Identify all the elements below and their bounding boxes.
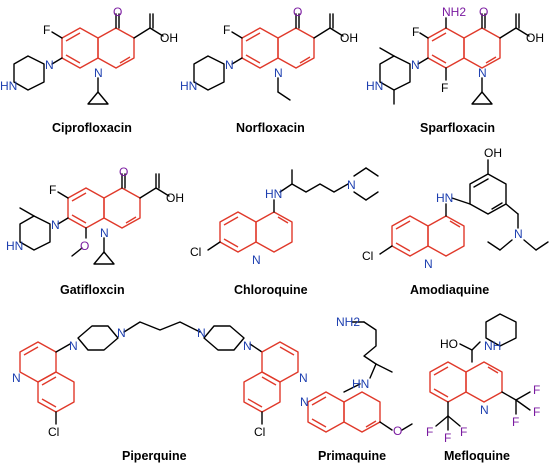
- ring-highlight: [463, 27, 501, 69]
- atom-f: F: [49, 183, 56, 197]
- atom-n: N: [100, 226, 109, 240]
- compound-sparfloxacin: NH2 O OH F F HN N N Sparfloxacin: [366, 5, 544, 135]
- ring-highlight: [243, 371, 281, 413]
- atom-n: N: [514, 227, 523, 241]
- atom-f: F: [460, 425, 467, 439]
- atom-f: F: [444, 431, 451, 445]
- atom-hn: HN: [436, 191, 453, 205]
- atom-n: N: [243, 339, 252, 353]
- atom-f: F: [43, 23, 50, 37]
- ring-highlight: [219, 211, 257, 253]
- compound-mefloquine: HO NH N F F F F F F Mefloquine: [426, 313, 540, 463]
- atom-oh: OH: [166, 191, 184, 205]
- atom-n: N: [12, 371, 21, 385]
- atom-hn: HN: [265, 187, 282, 201]
- atom-oh: OH: [484, 146, 502, 160]
- ring-highlight: [391, 215, 429, 257]
- atom-nh: HN: [180, 79, 197, 93]
- atom-n: N: [94, 66, 103, 80]
- atom-nh2: NH2: [336, 315, 360, 329]
- atom-nh2: NH2: [442, 5, 466, 19]
- atom-o: O: [80, 239, 89, 253]
- ring-highlight: [61, 27, 99, 69]
- compound-name: Primaquine: [318, 449, 386, 463]
- compound-norfloxacin: O OH F HN N N Norfloxacin: [180, 5, 358, 135]
- compound-name: Chloroquine: [234, 283, 308, 297]
- ring-highlight: [277, 27, 315, 69]
- atom-n: N: [51, 218, 60, 232]
- atom-f: F: [426, 425, 433, 439]
- atom-n: N: [69, 339, 78, 353]
- atom-n: N: [45, 58, 54, 72]
- atom-n: N: [299, 371, 308, 385]
- compound-chloroquine: HN N N Cl Chloroquine: [190, 167, 379, 297]
- compound-name: Piperquine: [122, 449, 187, 463]
- atom-nh: NH: [484, 339, 501, 353]
- atom-o: O: [119, 165, 128, 179]
- atom-nh: HN: [0, 79, 17, 93]
- compound-name: Mefloquine: [444, 449, 510, 463]
- atom-n: N: [480, 403, 489, 417]
- atom-f: F: [533, 383, 540, 397]
- ring-highlight: [427, 215, 465, 257]
- ring-highlight: [429, 361, 467, 403]
- atom-f: F: [223, 23, 230, 37]
- atom-hn: HN: [352, 377, 369, 391]
- atom-oh: OH: [160, 31, 178, 45]
- ring-highlight: [261, 341, 299, 383]
- atom-n: N: [300, 395, 309, 409]
- ring-highlight: [241, 27, 279, 69]
- atom-o: O: [293, 5, 302, 19]
- ring-highlight: [343, 391, 381, 433]
- atom-oh: OH: [526, 31, 544, 45]
- ring-highlight: [255, 211, 293, 253]
- atom-cl: Cl: [254, 425, 265, 439]
- atom-f: F: [441, 81, 448, 95]
- compound-ciprofloxacin: O OH F HN N N Ciprofloxacin: [0, 5, 178, 135]
- atom-o: O: [393, 424, 402, 438]
- ring-highlight: [103, 187, 141, 229]
- ring-highlight: [465, 361, 503, 403]
- atom-cl: Cl: [190, 245, 201, 259]
- atom-n: N: [274, 66, 283, 80]
- atom-o: O: [479, 5, 488, 19]
- ring-highlight: [427, 27, 465, 69]
- atom-n: N: [197, 326, 206, 340]
- ring-highlight: [19, 341, 57, 383]
- atom-cl: Cl: [362, 249, 373, 263]
- atom-cl: Cl: [48, 425, 59, 439]
- atom-n: N: [252, 253, 261, 267]
- atom-n: N: [225, 58, 234, 72]
- atom-n: N: [424, 257, 433, 271]
- ring-highlight: [97, 27, 135, 69]
- compound-name: Sparfloxacin: [420, 121, 495, 135]
- atom-nh: HN: [6, 239, 23, 253]
- atom-o: O: [113, 5, 122, 19]
- atom-n: N: [478, 66, 487, 80]
- atom-oh: OH: [340, 31, 358, 45]
- compound-amodiaquine: OH HN N N Cl Amodiaquine: [362, 146, 549, 297]
- compound-name: Norfloxacin: [236, 121, 305, 135]
- compound-piperquine: N N N N N N Cl Cl Piperquine: [12, 321, 308, 463]
- atom-n: N: [347, 178, 356, 192]
- atom-f: F: [533, 405, 540, 419]
- compound-name: Gatifloxcin: [60, 283, 125, 297]
- atom-nh: HN: [366, 79, 383, 93]
- atom-f: F: [512, 415, 519, 429]
- compound-name: Ciprofloxacin: [52, 121, 132, 135]
- compound-gatifloxcin: O OH F HN N N O Gatifloxcin: [6, 165, 184, 297]
- ring-highlight: [37, 371, 75, 413]
- atom-n: N: [411, 58, 420, 72]
- compound-primaquine: NH2 HN N O Primaquine: [300, 315, 413, 463]
- ring-highlight: [67, 187, 105, 229]
- atom-ho: HO: [440, 337, 458, 351]
- atom-n: N: [117, 326, 126, 340]
- ring-highlight: [307, 391, 345, 433]
- atom-f: F: [412, 25, 419, 39]
- compound-name: Amodiaquine: [410, 283, 489, 297]
